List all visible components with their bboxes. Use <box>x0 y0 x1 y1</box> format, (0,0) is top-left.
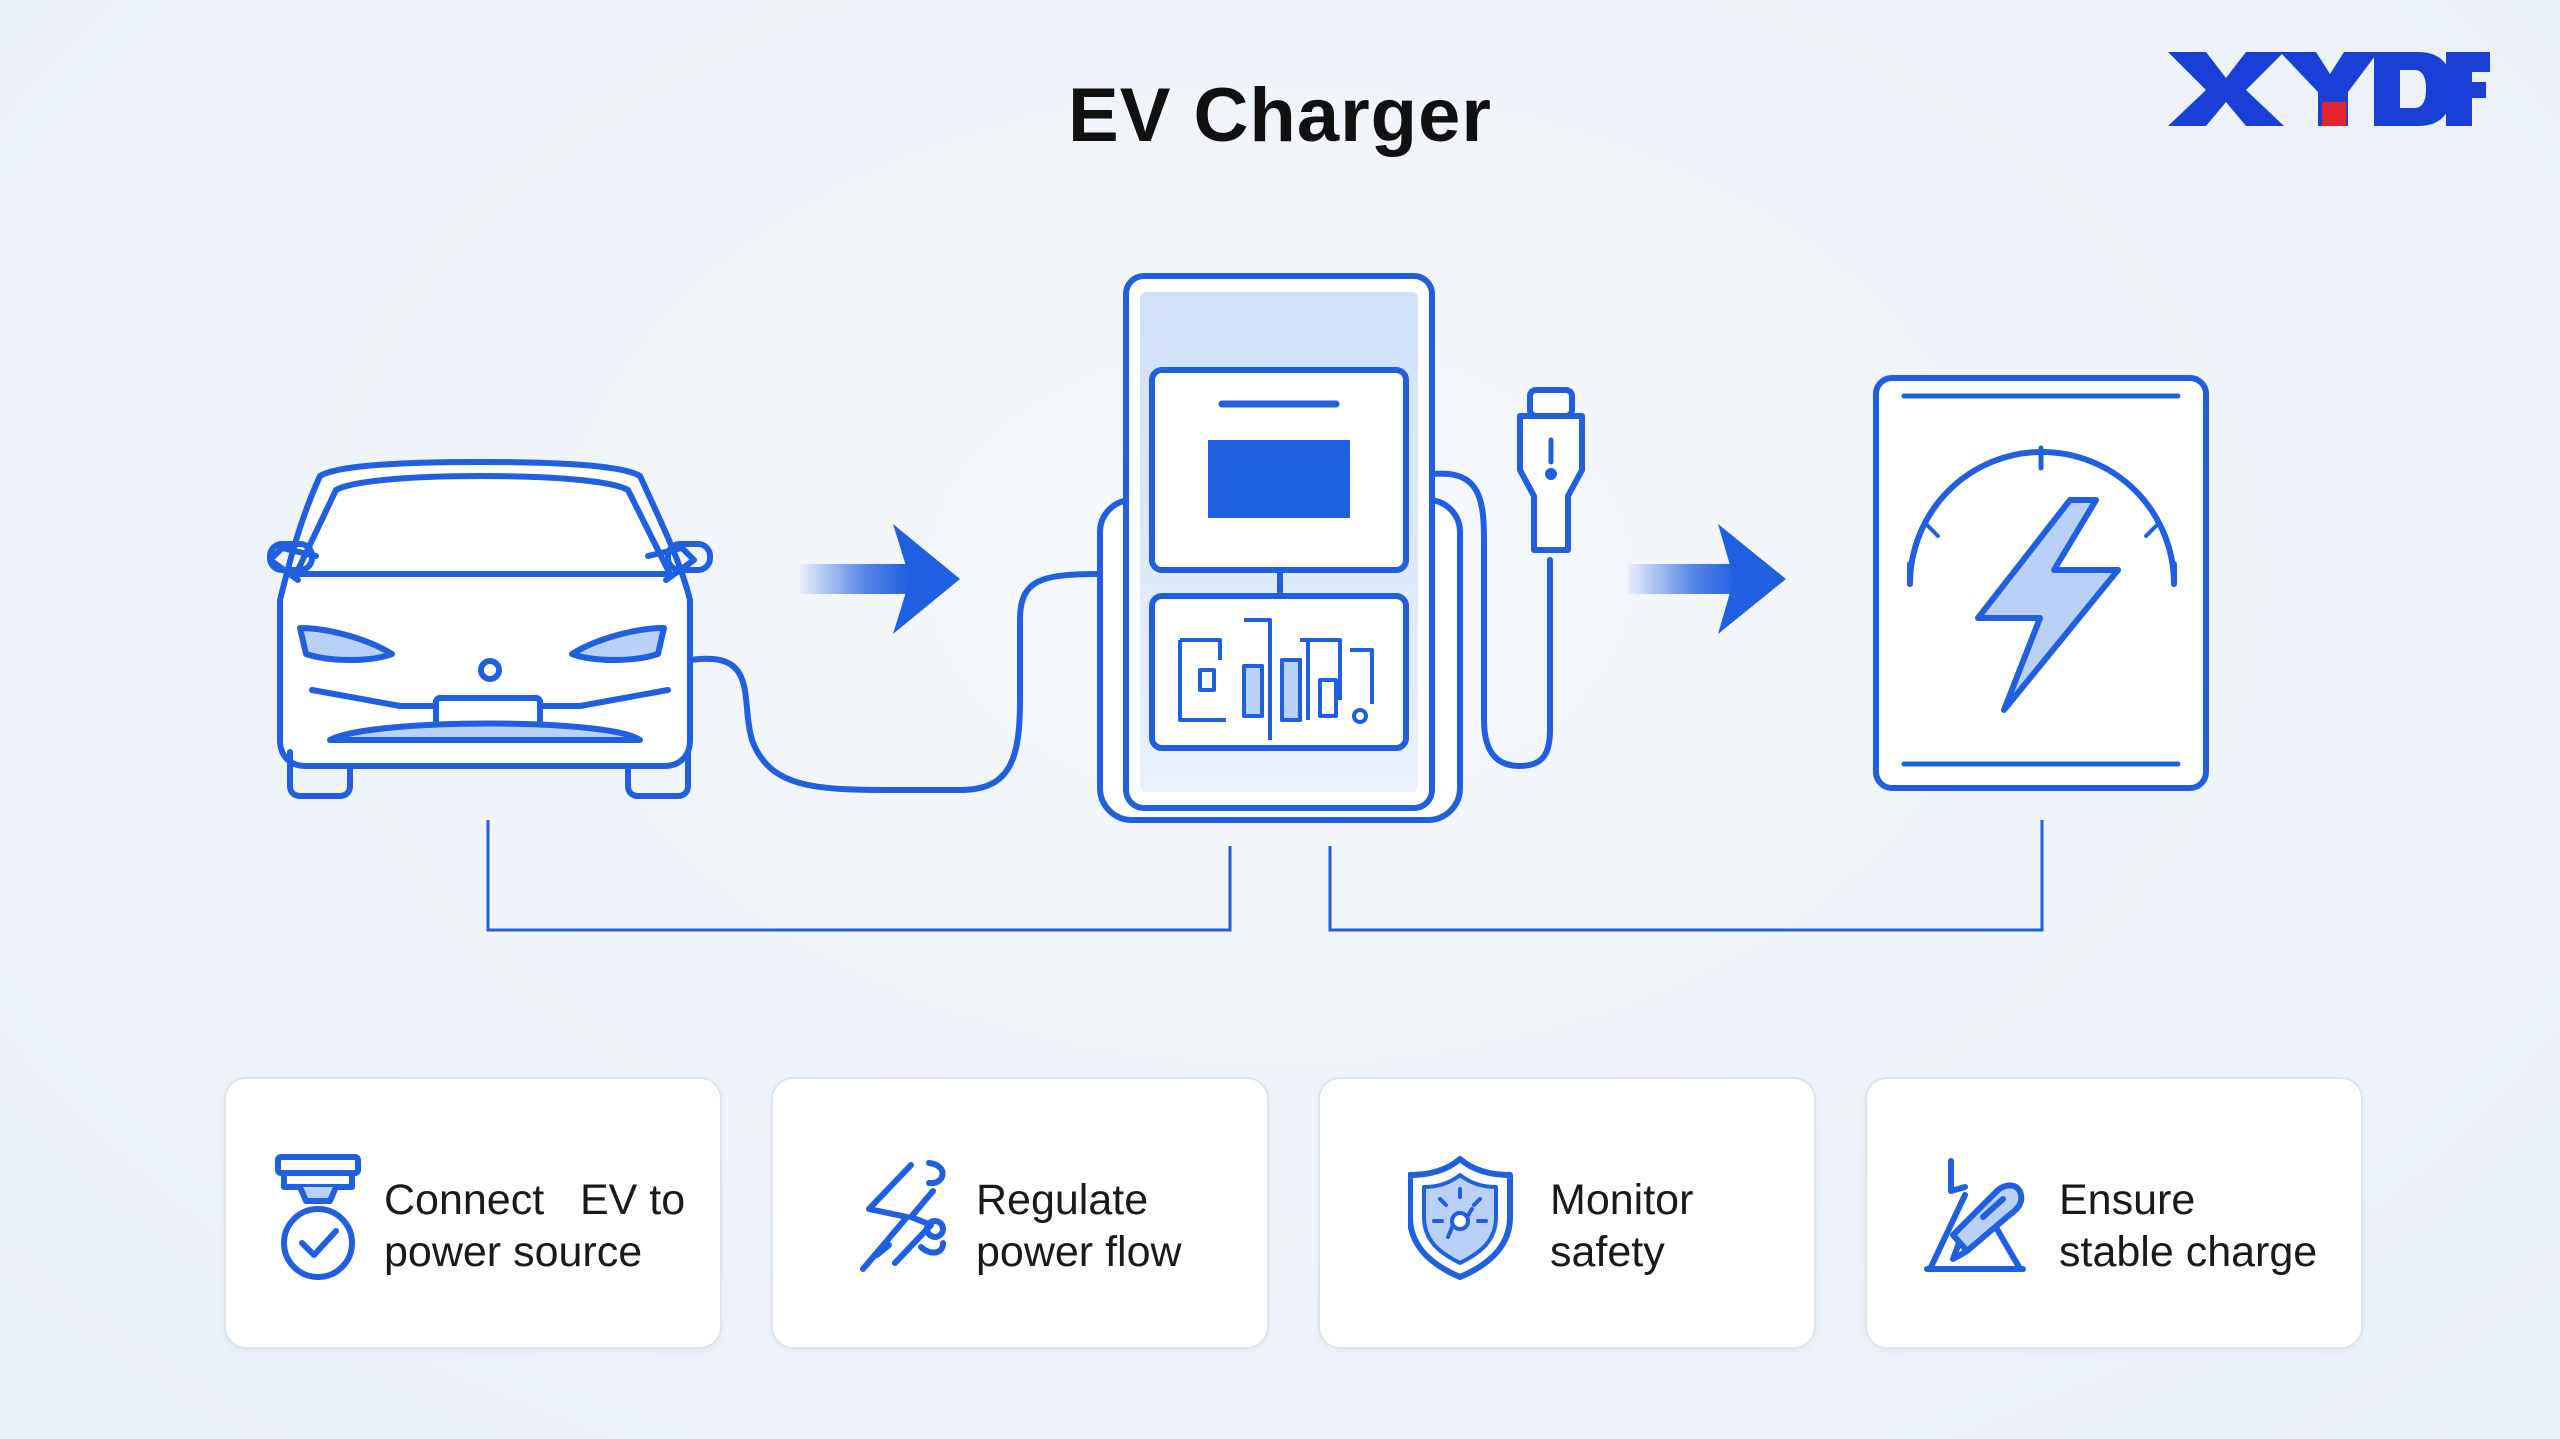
feature-label-line1: Regulate <box>976 1176 1149 1224</box>
connector-lines <box>486 820 2044 932</box>
feature-card-stable: Ensure stable charge <box>1865 1077 2363 1349</box>
feature-label-line1: Ensure <box>2059 1176 2196 1224</box>
flow-regulate-icon <box>860 1160 946 1272</box>
charging-station-icon <box>1097 273 1463 823</box>
stable-charge-icon <box>1924 1158 2026 1272</box>
brand-logo <box>2168 52 2490 126</box>
feature-label: Connect EV to power source <box>384 1174 685 1278</box>
feature-card-connect: Connect EV to power source <box>224 1077 722 1349</box>
feature-label: Regulate power flow <box>976 1174 1182 1278</box>
feature-card-monitor: Monitor safety <box>1318 1077 1816 1349</box>
feature-label: Monitor safety <box>1550 1174 1693 1278</box>
logo-wordmark-graphic <box>2168 52 2490 126</box>
charging-cable <box>687 571 1103 793</box>
feature-label-line2: power source <box>384 1228 643 1276</box>
right-arrow-icon <box>1628 524 1786 634</box>
feature-card-regulate: Regulate power flow <box>771 1077 1269 1349</box>
plug-check-icon <box>275 1154 361 1280</box>
feature-label-line1: Connect EV to <box>384 1176 686 1224</box>
feature-label: Ensure stable charge <box>2059 1174 2317 1278</box>
feature-label-line2: power flow <box>976 1228 1182 1276</box>
shield-monitor-icon <box>1408 1156 1513 1280</box>
right-arrow-icon <box>800 524 960 634</box>
charge-gauge-icon <box>1873 375 2209 791</box>
feature-label-line1: Monitor <box>1550 1176 1694 1224</box>
feature-label-line2: stable charge <box>2059 1228 2318 1276</box>
charger-plug-icon <box>1431 387 1585 769</box>
page-title: EV Charger <box>1068 73 1492 158</box>
feature-label-line2: safety <box>1550 1228 1665 1276</box>
car-front-icon <box>267 459 713 799</box>
